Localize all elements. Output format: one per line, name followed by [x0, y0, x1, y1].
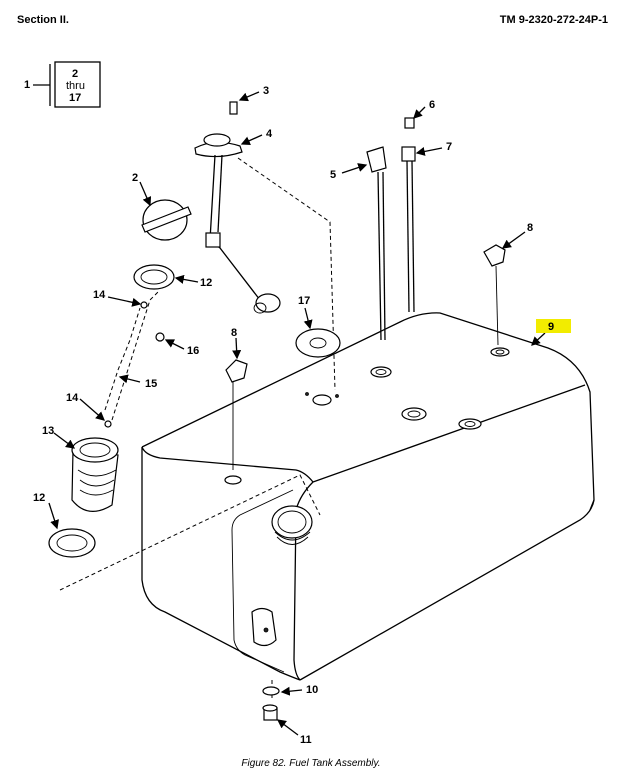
part-12-gasket-lower [48, 528, 96, 558]
callout-4: 4 [266, 128, 273, 140]
callout-14-upper: 14 [93, 289, 106, 301]
callout-7: 7 [446, 141, 452, 153]
fuel-tank-body [141, 312, 595, 681]
tm-number: TM 9-2320-272-24P-1 [499, 14, 608, 26]
part-14-ring-lower [104, 420, 112, 428]
callout-12-lower: 12 [33, 492, 45, 504]
callout-8-right: 8 [527, 222, 533, 234]
part-2-cap [141, 199, 192, 241]
figure-caption: Figure 82. Fuel Tank Assembly. [241, 758, 381, 769]
range-bottom: 17 [69, 92, 81, 104]
callout-2: 2 [132, 172, 138, 184]
part-14-ring [140, 301, 148, 309]
callout-10: 10 [306, 684, 318, 696]
assembly-lines [59, 157, 336, 700]
part-4-sending-unit [194, 101, 281, 314]
callout-numbers: 3 4 2 5 6 7 8 8 9 12 12 13 14 14 15 16 1… [33, 85, 554, 746]
part-8-fitting-right [483, 244, 506, 346]
part-17-plate [295, 328, 341, 358]
callout-11: 11 [300, 734, 312, 746]
part-5-tube [366, 146, 387, 341]
callout-13: 13 [42, 425, 54, 437]
callout-14-lower: 14 [66, 392, 79, 404]
item-range-bracket: 1 2 thru 17 [24, 61, 101, 108]
part-10-washer [262, 686, 280, 696]
callout-5: 5 [330, 169, 336, 181]
section-label: Section II. [17, 14, 69, 26]
callout-9-highlight [536, 319, 571, 333]
callout-9: 9 [548, 321, 554, 333]
range-mid: thru [66, 80, 85, 92]
part-12-gasket [133, 264, 175, 290]
part-7-tube [401, 117, 416, 313]
part-16-clip [155, 332, 165, 342]
callout-3: 3 [263, 85, 269, 97]
callout-16: 16 [187, 345, 199, 357]
callout-17: 17 [298, 295, 310, 307]
part-13-strainer [71, 437, 119, 512]
part-8-fitting-left [225, 359, 248, 470]
leader-lines [48, 91, 546, 736]
callout-15: 15 [145, 378, 157, 390]
callout-12-upper: 12 [200, 277, 212, 289]
callout-6: 6 [429, 99, 435, 111]
part-11-plug [262, 704, 278, 721]
callout-1: 1 [24, 79, 30, 91]
range-top: 2 [72, 68, 78, 80]
callout-8-left: 8 [231, 327, 237, 339]
